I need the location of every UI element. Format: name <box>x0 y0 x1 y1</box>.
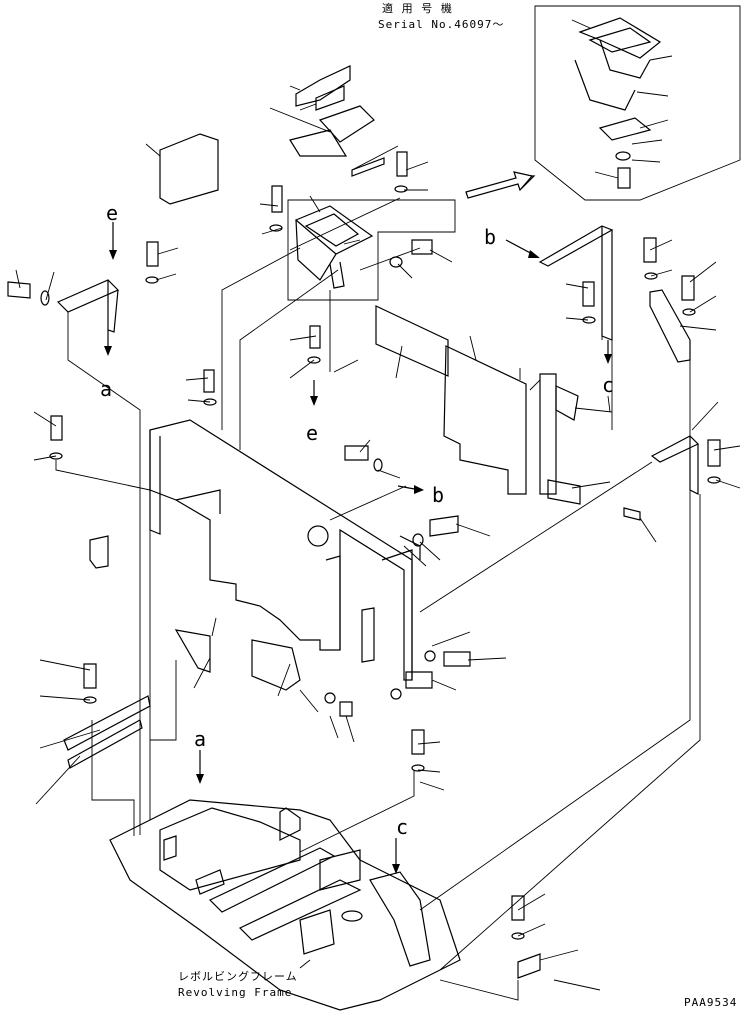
callout-a-bottom: a <box>194 727 206 751</box>
callout-c-top: c <box>602 373 614 397</box>
assembly-lines <box>15 85 741 1001</box>
callout-a-top: a <box>100 377 112 401</box>
callout-b-mid: b <box>432 483 444 507</box>
lower-left-rail <box>63 663 151 769</box>
bolt-group-lower <box>324 515 541 979</box>
frame-label-jp: レボルビングフレーム <box>178 969 298 983</box>
inset-bracket-assembly <box>571 17 673 189</box>
main-plate <box>149 419 421 691</box>
bracket-group-frame <box>287 199 456 301</box>
right-bracket-b <box>538 225 614 341</box>
top-cover-plates <box>159 65 385 205</box>
frame-label-en: Revolving Frame <box>178 986 292 999</box>
upper-bracket <box>294 205 374 289</box>
callout-c-bottom: c <box>396 815 408 839</box>
right-vertical-bracket <box>650 435 700 495</box>
serial-note-jp: 適 用 号 機 <box>382 1 453 15</box>
left-bracket-a <box>56 279 120 333</box>
callout-e-mid: e <box>306 421 318 445</box>
drawing-code: PAA9534 <box>684 996 737 1009</box>
rubber-stopper <box>89 535 109 569</box>
right-side-panels <box>375 305 641 521</box>
serial-note-en: Serial No.46097～ <box>378 18 504 31</box>
callout-e-top: e <box>106 201 118 225</box>
inset-frame <box>534 5 741 201</box>
callout-b-top: b <box>484 225 496 249</box>
arrow-markers <box>104 222 612 874</box>
revolving-frame <box>109 799 461 1011</box>
